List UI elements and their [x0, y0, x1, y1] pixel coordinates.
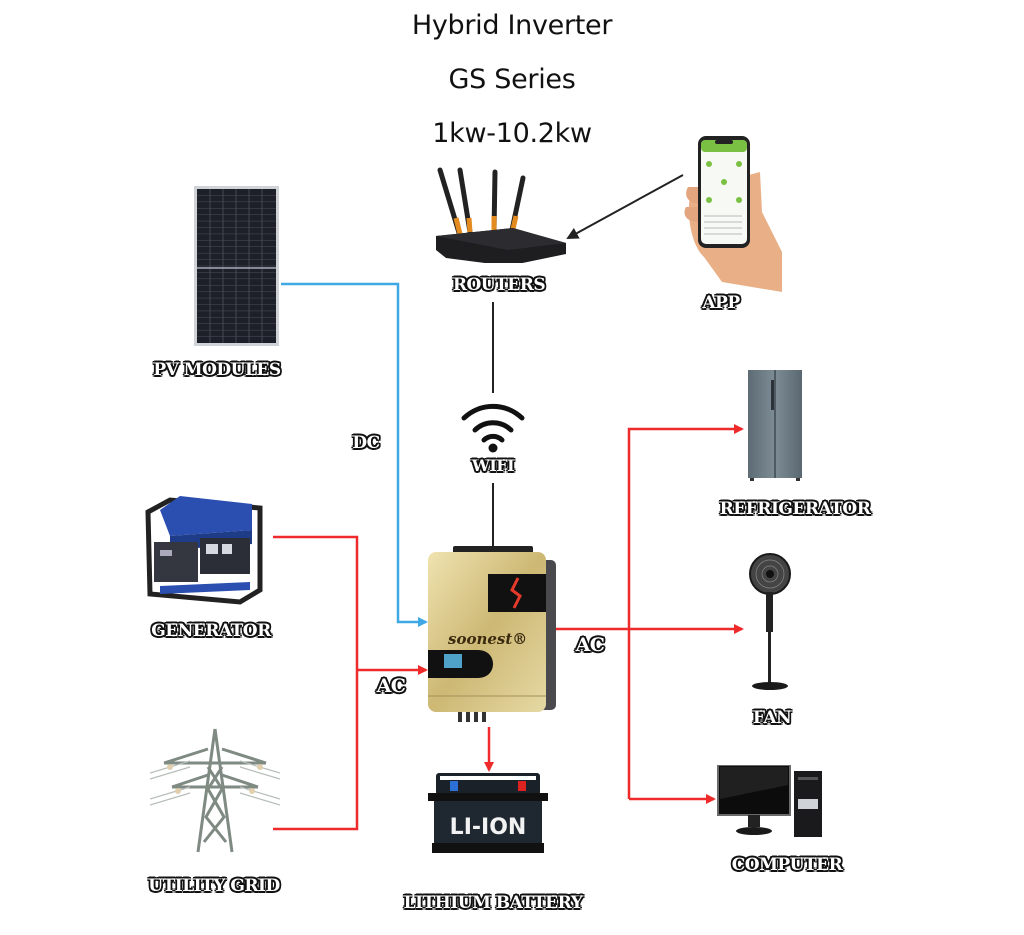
ac-line-refrigerator [627, 424, 744, 799]
transmission-tower-icon [149, 728, 281, 853]
inverter-icon: soonest® [428, 546, 556, 722]
utility-grid-label: UTILITY GRID [148, 876, 280, 896]
fan-node [748, 552, 794, 696]
battery-face-text: LI-ION [450, 815, 527, 840]
generator-node [140, 490, 270, 612]
pv-module-node [194, 186, 279, 350]
title-line-1: Hybrid Inverter [411, 10, 613, 41]
inverter-brand: soonest® [448, 630, 527, 648]
app-router-line [566, 174, 684, 239]
refrigerator-icon [748, 370, 802, 481]
refrigerator-node [748, 370, 804, 486]
battery-icon: LI-ION [428, 773, 548, 853]
wifi-icon [461, 403, 525, 453]
routers-label: ROUTERS [452, 275, 546, 295]
lithium-battery-node: LI-ION [428, 771, 548, 859]
app-label: APP [702, 293, 740, 313]
wifi-node [460, 398, 526, 457]
ac-line-generator [273, 535, 359, 831]
lithium-battery-label: LITHIUM BATTERY [403, 893, 583, 913]
generator-icon [145, 496, 263, 605]
dc-label: DC [352, 433, 380, 453]
fan-label: FAN [752, 708, 792, 728]
computer-label: COMPUTER [731, 855, 843, 875]
router-icon [436, 167, 566, 266]
fan-icon [749, 553, 791, 690]
pv-modules-label: PV MODULES [153, 360, 281, 380]
wifi-label: WIFI [471, 456, 515, 475]
ac-input-label: AC [376, 675, 406, 697]
solar-panel-icon [194, 186, 279, 346]
generator-label: GENERATOR [151, 621, 271, 641]
app-node [682, 132, 787, 296]
title-line-2: GS Series [448, 64, 576, 95]
dc-line [281, 282, 428, 627]
smartphone-icon [684, 136, 782, 292]
title-line-3: 1kw-10.2kw [432, 118, 592, 149]
router-node [418, 158, 568, 267]
ac-output-label: AC [575, 634, 605, 656]
computer-icon [717, 764, 822, 837]
computer-node [716, 764, 826, 844]
hybrid-inverter-node: soonest® [428, 546, 558, 735]
refrigerator-label: REFRIGERATOR [719, 499, 871, 519]
utility-grid-node [149, 727, 281, 859]
